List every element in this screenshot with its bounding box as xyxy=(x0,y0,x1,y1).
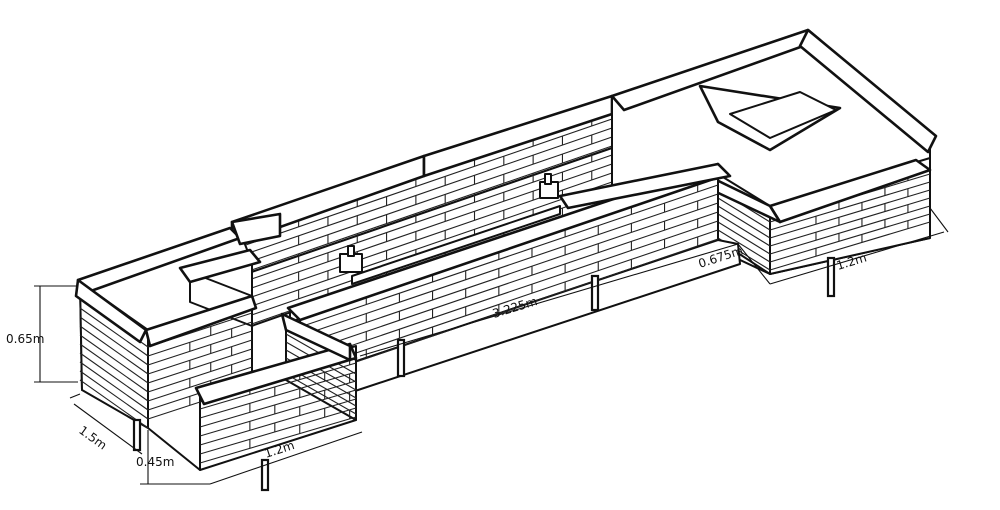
plank-joint xyxy=(79,316,149,366)
plank-joint xyxy=(285,373,357,415)
plank-joint xyxy=(199,398,357,446)
plank-joint xyxy=(147,339,253,375)
plank-joint xyxy=(769,213,931,263)
plank-joint xyxy=(769,197,931,247)
dim-height-outer: 0.65m xyxy=(6,332,44,346)
plank-joint xyxy=(79,343,149,393)
plank-joint xyxy=(285,349,357,391)
plank-joint xyxy=(769,189,931,239)
plank-joint xyxy=(79,325,149,375)
plank-joint xyxy=(79,352,149,402)
plank-joint xyxy=(769,181,931,231)
plank-joint xyxy=(147,366,253,402)
plank-joint xyxy=(147,321,253,357)
plank-joint xyxy=(199,416,357,464)
plank-joint xyxy=(199,371,357,419)
plank-joint xyxy=(717,205,771,239)
plank-joint xyxy=(717,229,771,263)
plank-joint xyxy=(147,357,253,393)
plank-joint xyxy=(147,330,253,366)
plank-joint xyxy=(717,197,771,231)
plank-joint xyxy=(299,184,719,328)
plank-joint xyxy=(199,362,357,410)
plank-joint xyxy=(717,213,771,247)
plank-joint xyxy=(239,127,613,257)
ground-stakes xyxy=(132,256,836,492)
plank-joint xyxy=(79,334,149,384)
plank-joint xyxy=(239,145,613,275)
plank-joint xyxy=(299,220,719,364)
plank-joint xyxy=(79,307,149,357)
middle-channel xyxy=(286,162,741,393)
right-planter-module xyxy=(610,28,938,275)
dim-height-inner: 0.45m xyxy=(136,455,174,469)
left-planter-module xyxy=(74,212,358,471)
plank-joint xyxy=(299,238,719,382)
plank-joint xyxy=(239,136,613,266)
plank-joint xyxy=(717,221,771,255)
dimension-lines xyxy=(34,207,949,485)
plank-joint xyxy=(79,361,149,411)
plank-joint xyxy=(239,118,613,248)
plank-joint xyxy=(769,205,931,255)
dim-depth-left: 1.5m xyxy=(76,423,109,452)
plank-joint xyxy=(299,211,719,355)
plank-joint xyxy=(199,389,357,437)
plank-joint xyxy=(299,193,719,337)
plank-joint xyxy=(199,407,357,455)
plank-joint xyxy=(79,370,149,420)
plank-joint xyxy=(769,221,931,271)
plank-joint xyxy=(239,181,613,311)
plank-joint xyxy=(147,348,253,384)
plank-joint xyxy=(299,202,719,346)
plank-joint xyxy=(299,229,719,373)
plank-joint xyxy=(199,380,357,428)
